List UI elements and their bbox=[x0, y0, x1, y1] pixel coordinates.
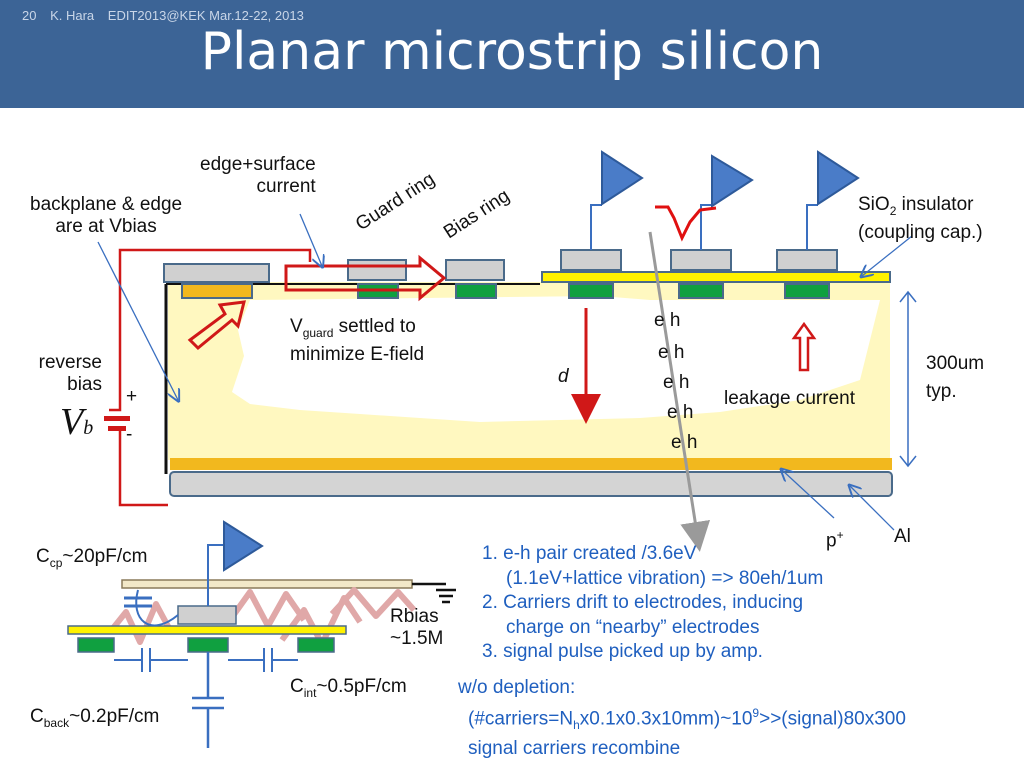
rbias-resistor-icon bbox=[107, 587, 417, 647]
p-plus-pointer bbox=[782, 470, 835, 519]
amplifier-icon bbox=[700, 154, 754, 250]
rbias-label: Rbias ~1.5M bbox=[390, 606, 444, 649]
battery-plus-label: + bbox=[126, 386, 138, 407]
ground-icon bbox=[412, 582, 456, 604]
bias-ring-pad bbox=[445, 259, 505, 281]
slide-meta: 20 K. Hara EDIT2013@KEK Mar.12-22, 2013 bbox=[22, 8, 314, 23]
edge-pad bbox=[163, 263, 270, 283]
backplane-pointer bbox=[97, 241, 178, 400]
eh-pair: e h bbox=[663, 372, 690, 393]
particle-track bbox=[648, 231, 711, 552]
p-plus-label: p+ bbox=[826, 528, 844, 552]
sio2-pointer bbox=[862, 235, 913, 276]
amplifier-icon bbox=[207, 520, 264, 606]
backplane-p-plus bbox=[170, 458, 892, 470]
vb-label: Vb bbox=[60, 401, 94, 443]
eh-pair: e h bbox=[658, 342, 685, 363]
note-line: 2. Carriers drift to electrodes, inducin… bbox=[482, 592, 804, 613]
ccp-capacitor-icon bbox=[124, 596, 152, 608]
strip-implant bbox=[678, 283, 724, 299]
drift-distance-label: d bbox=[558, 366, 569, 387]
bias-wire bbox=[109, 248, 312, 412]
eh-pair: e h bbox=[671, 432, 698, 453]
edge-current-arrow bbox=[284, 254, 447, 302]
depletion-line: signal carriers recombine bbox=[468, 738, 681, 760]
page-number: 20 bbox=[22, 8, 37, 23]
note-line: 3. signal pulse picked up by amp. bbox=[482, 641, 763, 662]
battery-icon bbox=[104, 416, 130, 421]
title-bar: 20 K. Hara EDIT2013@KEK Mar.12-22, 2013 … bbox=[0, 0, 1024, 108]
battery-minus-label: - bbox=[126, 424, 133, 445]
circuit-implant bbox=[297, 637, 335, 653]
strip-pad bbox=[670, 249, 732, 271]
depletion-notes: w/o depletion: (#carriers=Nhx0.1x0.3x10m… bbox=[458, 676, 906, 762]
strip-implant bbox=[784, 283, 830, 299]
note-line: (1.1eV+lattice vibration) => 80eh/1um bbox=[506, 567, 824, 589]
edge-implant bbox=[181, 283, 253, 299]
leakage-arrow bbox=[791, 321, 817, 372]
ccp-label: Ccp~20pF/cm bbox=[36, 546, 148, 570]
depletion-title: w/o depletion: bbox=[458, 677, 576, 698]
cback-capacitor-icon bbox=[192, 652, 224, 748]
event: EDIT2013@KEK Mar.12-22, 2013 bbox=[107, 8, 304, 23]
cint-label: Cint~0.5pF/cm bbox=[290, 676, 407, 700]
cint-capacitor-icon bbox=[114, 648, 298, 672]
bias-wire bbox=[118, 430, 168, 507]
circuit-pad bbox=[177, 605, 237, 625]
backplane-label: backplane & edge are at Vbias bbox=[30, 194, 183, 237]
coupling-wire bbox=[135, 589, 179, 627]
al-label: Al bbox=[894, 526, 911, 547]
leakage-current-label: leakage current bbox=[724, 388, 855, 409]
bias-ring-implant bbox=[455, 283, 497, 299]
author: K. Hara bbox=[50, 8, 95, 23]
amplifier-icon bbox=[590, 150, 644, 250]
backplane-aluminium bbox=[169, 471, 893, 497]
strip-pad bbox=[776, 249, 838, 271]
note-line: 1. e-h pair created /3.6eV bbox=[482, 543, 697, 564]
page-title: Planar microstrip silicon bbox=[200, 22, 824, 82]
vguard-label: Vguard settled to minimize E-field bbox=[290, 316, 425, 365]
eh-pair: e h bbox=[667, 402, 694, 423]
process-notes: 1. e-h pair created /3.6eV (1.1eV+lattic… bbox=[482, 542, 823, 665]
al-pointer bbox=[850, 486, 895, 531]
guard-ring-pad bbox=[347, 259, 407, 281]
circuit-sio2 bbox=[67, 625, 347, 635]
amplifier-icon bbox=[806, 150, 860, 250]
strip-implant bbox=[568, 283, 614, 299]
circuit-top-rail bbox=[121, 579, 413, 589]
thickness-label: 300um typ. bbox=[926, 353, 985, 402]
eh-pair: e h bbox=[654, 310, 681, 331]
cback-label: Cback~0.2pF/cm bbox=[30, 706, 160, 730]
edge-current-label: edge+surface current bbox=[200, 154, 316, 197]
circuit-implant bbox=[77, 637, 115, 653]
signal-pulse-icon bbox=[655, 205, 717, 242]
edge-current-pointer bbox=[299, 213, 322, 266]
vguard-arrow bbox=[187, 300, 246, 351]
note-line: charge on “nearby” electrodes bbox=[506, 616, 760, 638]
sio2-label: SiO2 insulator (coupling cap.) bbox=[858, 194, 983, 243]
reverse-bias-label: reverse bias bbox=[38, 352, 102, 395]
sensor-diagram bbox=[67, 150, 917, 748]
depletion-line: (#carriers=Nhx0.1x0.3x10mm)~109>>(signal… bbox=[468, 705, 906, 732]
undepleted-core bbox=[232, 296, 880, 422]
sio2-insulator bbox=[541, 271, 891, 283]
strip-pad bbox=[560, 249, 622, 271]
circuit-implant bbox=[187, 637, 229, 653]
